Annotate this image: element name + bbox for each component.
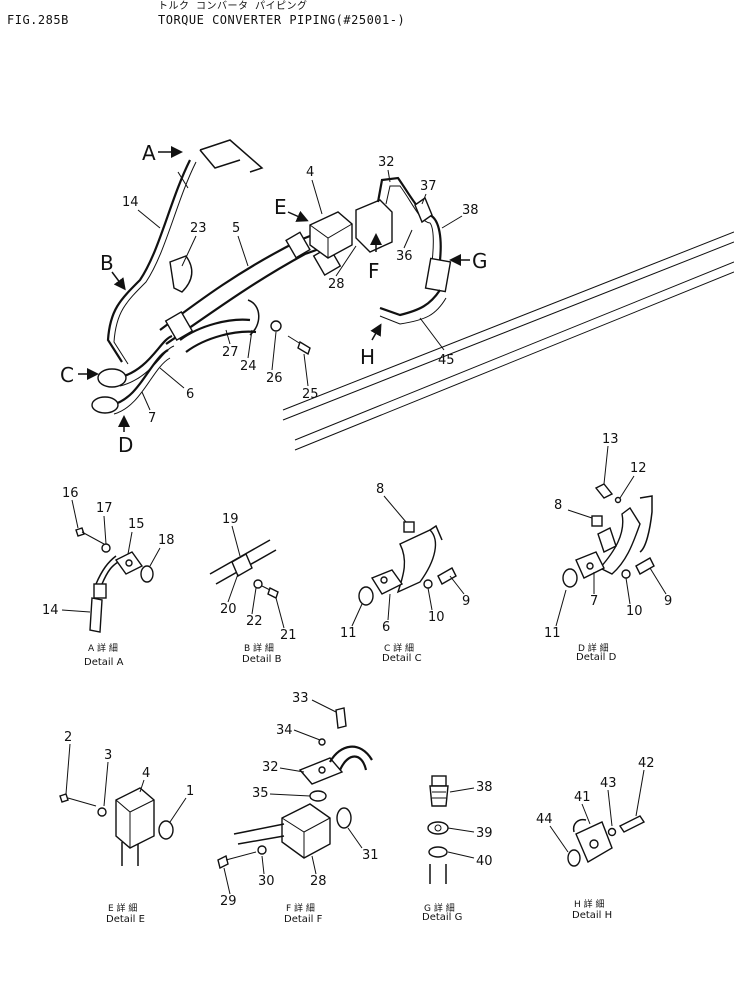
part-number-label: 33 [292, 691, 309, 706]
part-number-label: 13 [602, 432, 619, 447]
part-number-label: 8 [554, 498, 562, 513]
part-number-label: 11 [544, 626, 561, 641]
view-marker-f: F [368, 259, 380, 283]
part-number-label: 40 [476, 854, 493, 869]
detail-d-label-jp: D 詳 細 [578, 642, 609, 654]
fig-number: FIG.285B [7, 13, 69, 27]
part-number-label: 10 [428, 610, 445, 625]
detail-c-label: Detail C [382, 653, 422, 664]
detail-e-label: Detail E [106, 914, 145, 925]
main-assembly-view: A B C D E F G H 14 23 5 4 32 37 38 36 28… [60, 139, 734, 457]
part-number-label: 21 [280, 628, 297, 643]
part-number-label: 39 [476, 826, 493, 841]
part-number-label: 43 [600, 776, 617, 791]
detail-g-label-jp: G 詳 細 [424, 902, 455, 914]
part-number-label: 38 [476, 780, 493, 795]
detail-g-label: Detail G [422, 912, 462, 923]
detail-f-label-jp: F 詳 細 [286, 902, 315, 914]
detail-e: 2 3 4 1 E 詳 細 Detail E [59, 730, 194, 925]
part-number-label: 6 [382, 620, 390, 635]
part-number-label: 32 [262, 760, 279, 775]
view-marker-a: A [142, 141, 156, 165]
part-number-label: 23 [190, 221, 207, 236]
part-number-label: 38 [462, 203, 479, 218]
part-number-label: 26 [266, 371, 283, 386]
part-number-label: 7 [590, 594, 598, 609]
detail-b-label: Detail B [242, 654, 282, 665]
view-marker-c: C [60, 363, 74, 387]
part-number-label: 8 [376, 482, 384, 497]
detail-e-label-jp: E 詳 細 [108, 902, 137, 914]
part-number-label: 37 [420, 179, 437, 194]
part-number-label: 16 [62, 486, 79, 501]
part-number-label: 27 [222, 345, 239, 360]
part-number-label: 25 [302, 387, 319, 402]
part-number-label: 7 [148, 411, 156, 426]
part-number-label: 35 [252, 786, 269, 801]
part-number-label: 19 [222, 512, 239, 527]
part-number-label: 34 [276, 723, 293, 738]
part-number-label: 45 [438, 353, 455, 368]
detail-f-label: Detail F [284, 914, 323, 925]
part-number-label: 22 [246, 614, 263, 629]
part-number-label: 5 [232, 221, 240, 236]
view-marker-g: G [472, 249, 488, 273]
detail-a-label-jp: A 詳 細 [88, 642, 118, 654]
detail-c-label-jp: C 詳 細 [384, 642, 414, 654]
diagram-title: TORQUE CONVERTER PIPING(#25001-) [158, 13, 406, 27]
part-number-label: 20 [220, 602, 237, 617]
part-number-label: 28 [310, 874, 327, 889]
part-number-label: 4 [142, 766, 150, 781]
part-number-label: 24 [240, 359, 257, 374]
view-marker-e: E [274, 195, 287, 219]
part-number-label: 9 [664, 594, 672, 609]
view-marker-b: B [100, 251, 114, 275]
detail-a: 16 17 15 18 14 A 詳 細 Detail A [42, 486, 175, 668]
detail-f: 33 34 32 35 31 30 29 28 F 詳 細 Detail F [217, 691, 379, 925]
view-marker-d: D [118, 433, 133, 457]
part-number-label: 15 [128, 517, 145, 532]
detail-b: 19 20 22 21 B 詳 細 Detail B [209, 512, 297, 665]
part-number-label: 14 [122, 195, 139, 210]
part-number-label: 4 [306, 165, 314, 180]
detail-c: 8 9 10 6 11 C 詳 細 Detail C [340, 482, 470, 664]
view-marker-h: H [360, 345, 375, 369]
title-japanese: トルク コンバータ パイピング [158, 1, 308, 12]
part-number-label: 1 [186, 784, 194, 799]
detail-h: 42 43 41 44 H 詳 細 Detail H [536, 756, 655, 921]
part-number-label: 17 [96, 501, 113, 516]
part-number-label: 14 [42, 603, 59, 618]
part-number-label: 36 [396, 249, 413, 264]
part-number-label: 3 [104, 748, 112, 763]
detail-d-label: Detail D [576, 652, 617, 663]
part-number-label: 41 [574, 790, 591, 805]
part-number-label: 11 [340, 626, 357, 641]
part-number-label: 6 [186, 387, 194, 402]
detail-g: 38 39 40 G 詳 細 Detail G [422, 775, 493, 923]
part-number-label: 44 [536, 812, 553, 827]
part-number-label: 9 [462, 594, 470, 609]
detail-h-label-jp: H 詳 細 [574, 898, 605, 910]
part-number-label: 18 [158, 533, 175, 548]
detail-h-label: Detail H [572, 910, 612, 921]
part-number-label: 31 [362, 848, 379, 863]
part-number-label: 42 [638, 756, 655, 771]
detail-a-label: Detail A [84, 657, 124, 668]
part-number-label: 10 [626, 604, 643, 619]
detail-b-label-jp: B 詳 細 [244, 642, 274, 654]
part-number-label: 12 [630, 461, 647, 476]
part-number-label: 32 [378, 155, 395, 170]
detail-d: 13 12 8 9 10 7 11 D 詳 細 Detail D [544, 432, 672, 663]
part-number-label: 2 [64, 730, 72, 745]
part-number-label: 28 [328, 277, 345, 292]
part-number-label: 29 [220, 894, 237, 909]
part-number-label: 30 [258, 874, 275, 889]
